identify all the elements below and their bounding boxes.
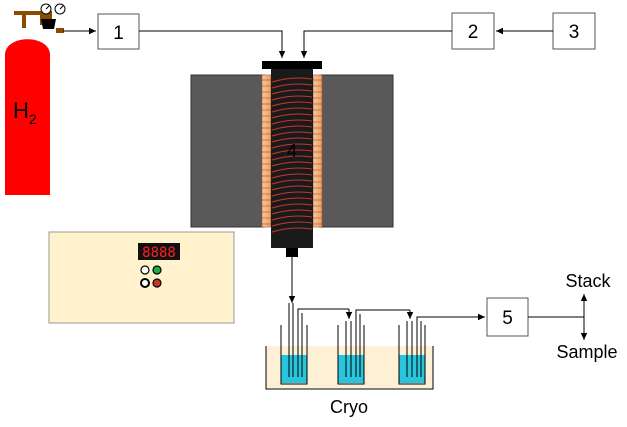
impinger-1 [280, 303, 353, 385]
box-5-label: 5 [502, 308, 513, 329]
impinger-3 [398, 313, 485, 385]
cylinder-valve-stem [22, 14, 26, 28]
temperature-controller: 8888 [48, 231, 235, 324]
line-box2-to-reactor [300, 30, 452, 58]
regulator-bucket [41, 19, 56, 29]
sample-label: Sample [556, 342, 617, 362]
cryo-label: Cryo [330, 397, 368, 417]
box-3: 3 [552, 12, 596, 50]
heater-left [261, 74, 272, 228]
cylinder-label-subscript: 2 [29, 111, 37, 127]
box-1-label: 1 [113, 23, 124, 44]
box-1: 1 [97, 13, 140, 50]
controller-button-red [152, 278, 162, 288]
box-2-frame [451, 12, 495, 50]
controller-button-green [152, 265, 162, 275]
cryo-bath-outline [265, 346, 434, 390]
impinger-2 [337, 309, 414, 385]
reactor-outlet [286, 248, 298, 257]
furnace-left-block [190, 74, 265, 228]
box-2: 2 [451, 12, 495, 50]
box-3-frame [552, 12, 596, 50]
box-2-label: 2 [468, 22, 479, 43]
heating-coil [271, 77, 313, 233]
heater-right [312, 74, 323, 228]
box-5-frame [486, 297, 529, 337]
furnace-right-block [319, 74, 394, 228]
furnace-reactor: 4 [190, 61, 394, 257]
controller-button-black [140, 278, 150, 288]
hydrogen-cylinder: H 2 [5, 3, 66, 195]
box-5: 5 [486, 297, 529, 337]
controller-button-white [140, 265, 150, 275]
reactor-label: 4 [287, 141, 297, 161]
stack-label: Stack [565, 271, 611, 291]
regulator-outlet [56, 28, 64, 33]
reactor-flange [262, 61, 322, 69]
line-box1-to-reactor [139, 30, 286, 58]
box-3-label: 3 [569, 22, 580, 43]
gas-lines [63, 27, 553, 303]
cylinder-label-h: H [13, 98, 29, 123]
output-split [528, 294, 588, 340]
cylinder-body [5, 39, 50, 195]
controller-display-text: 8888 [142, 245, 176, 261]
controller-display [138, 243, 180, 260]
cylinder-valve-bar [14, 11, 52, 15]
